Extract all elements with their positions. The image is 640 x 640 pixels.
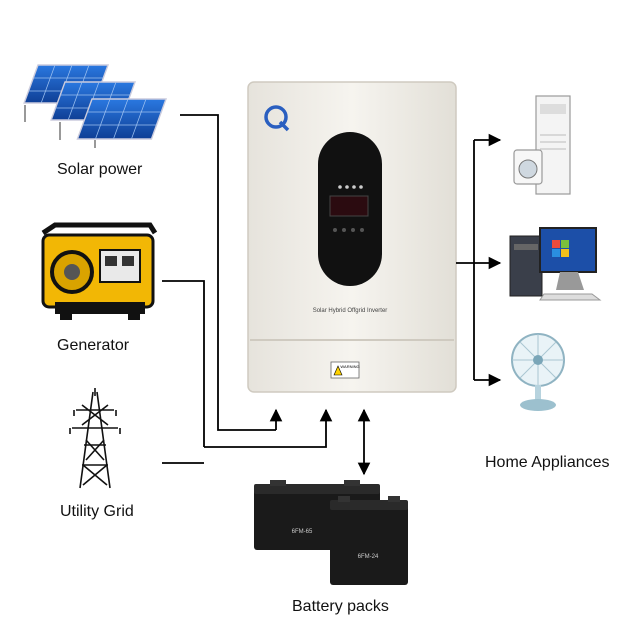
utility-grid-label: Utility Grid: [60, 503, 134, 520]
brand-logo: [264, 105, 290, 132]
inverter-name-text: Solar Hybrid Offgrid Inverter: [313, 308, 388, 314]
solar-power-label: Solar power: [57, 161, 143, 178]
control-buttons: [333, 228, 364, 232]
solar-panel-icon: [23, 64, 168, 148]
battery-icon: [254, 480, 408, 585]
generator-icon: [41, 222, 158, 320]
generator-connector: [162, 280, 205, 447]
warning-text: WARNING: [340, 364, 359, 369]
solar-connector: [180, 114, 276, 431]
battery-model-2: 6FM-24: [358, 554, 379, 560]
connection-lines: [162, 114, 502, 476]
computer-icon: [509, 227, 602, 301]
transmission-tower-icon: [69, 388, 121, 489]
indicator-leds: [338, 185, 363, 189]
battery-model-1: 6FM-65: [292, 529, 313, 535]
inverter-input-2-link: [204, 408, 333, 448]
generator-label: Generator: [57, 337, 130, 354]
battery-packs-label: Battery packs: [292, 598, 389, 615]
inverter-lcd: [329, 195, 369, 217]
home-appliances-label: Home Appliances: [485, 454, 610, 471]
fan-icon: [511, 333, 565, 411]
output-bus: [456, 140, 475, 380]
inverter-icon: [247, 81, 457, 393]
air-conditioner-icon: [513, 95, 571, 195]
